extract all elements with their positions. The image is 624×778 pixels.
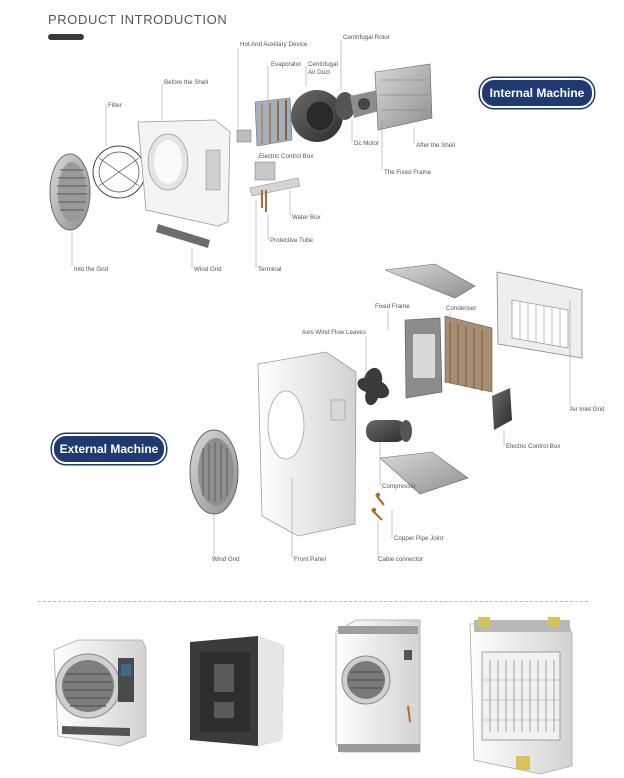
label-terminal: Terminal — [258, 266, 281, 273]
tall-unit-front-icon — [335, 619, 421, 753]
page-title: PRODUCT INTRODUCTION — [48, 12, 228, 27]
after-shell-icon — [374, 63, 433, 131]
control-box-icon — [249, 161, 301, 212]
into-grid-icon — [49, 153, 91, 231]
label-before-shell: Before the Shell — [164, 79, 208, 86]
label-ext-wind-grid: Wind Grid — [212, 556, 240, 563]
label-hot-aux: Hot And Auxiliary Device — [240, 41, 308, 48]
filter-icon — [92, 145, 146, 199]
internal-machine-badge: Internal Machine — [480, 78, 594, 108]
label-wind-grid: Wind Grid — [194, 266, 222, 273]
fixed-frame-icon — [404, 317, 443, 399]
label-evaporator: Evaporator — [271, 61, 301, 68]
label-condenser: Condenser — [446, 305, 476, 312]
dc-motor-icon — [350, 90, 382, 118]
label-centrifugal-air-duct-1: Centrifugal — [308, 61, 338, 68]
label-water-box: Water Box — [292, 214, 322, 221]
external-control-box-icon — [492, 388, 512, 430]
centrifugal-fan-icon — [291, 90, 355, 142]
label-after-shell: After the Shell — [416, 142, 455, 149]
base-tray-icon — [379, 451, 469, 495]
label-compressor: Compressor — [382, 483, 416, 490]
label-cable-connector: Cable connector — [378, 556, 423, 563]
label-filter: Filter — [108, 102, 122, 109]
label-air-inlet-grid: Air Inlet Grid — [570, 406, 605, 413]
tall-unit-back-icon — [469, 617, 573, 775]
label-front-panel: Front Panel — [294, 556, 326, 563]
condenser-icon — [444, 315, 493, 393]
internal-machine-diagram: Hot And Auxiliary Device Centrifugal Rot… — [49, 34, 455, 273]
label-into-grid: Into the Grid — [74, 266, 109, 273]
external-machine-diagram: Fixed Frame Condenser Axis Wind Flow Lea… — [189, 263, 605, 563]
label-fixed-frame: The Fixed Frame — [384, 169, 432, 176]
copper-pipe-joint-icon — [371, 492, 385, 521]
label-dc-motor: Dc Motor — [354, 140, 379, 147]
internal-wind-grid-icon — [156, 224, 210, 248]
evaporator-icon — [254, 97, 293, 147]
axial-fan-icon — [357, 367, 390, 406]
label-ext-electric-control-box: Electric Control Box — [506, 443, 561, 450]
label-axis-wind-flow-leaves: Axis Wind Flow Leaves — [302, 329, 366, 336]
label-protective-tube: Protective Tube — [270, 237, 314, 244]
outdoor-unit-back-icon — [190, 636, 284, 746]
title-underline — [48, 34, 84, 40]
air-inlet-grid-icon — [496, 271, 583, 359]
compressor-icon — [366, 420, 412, 442]
label-ext-fixed-frame: Fixed Frame — [375, 303, 410, 310]
hot-aux-device-icon — [236, 129, 252, 143]
front-shell-icon — [137, 119, 231, 227]
product-gallery — [53, 617, 573, 775]
label-copper-pipe-joint: Copper Pipe Joint — [394, 535, 443, 542]
front-panel-icon — [257, 351, 357, 537]
label-electric-control-box: Electric Control Box — [259, 153, 314, 160]
label-centrifugal-air-duct-2: Air Duct — [308, 69, 330, 76]
label-centrifugal-rotor: Centrifugal Rotor — [343, 34, 390, 41]
outdoor-unit-front-icon — [53, 639, 147, 747]
external-wind-grid-icon — [189, 429, 239, 515]
external-machine-badge: External Machine — [52, 434, 166, 464]
section-divider — [38, 601, 588, 602]
top-panel-icon — [384, 263, 476, 299]
